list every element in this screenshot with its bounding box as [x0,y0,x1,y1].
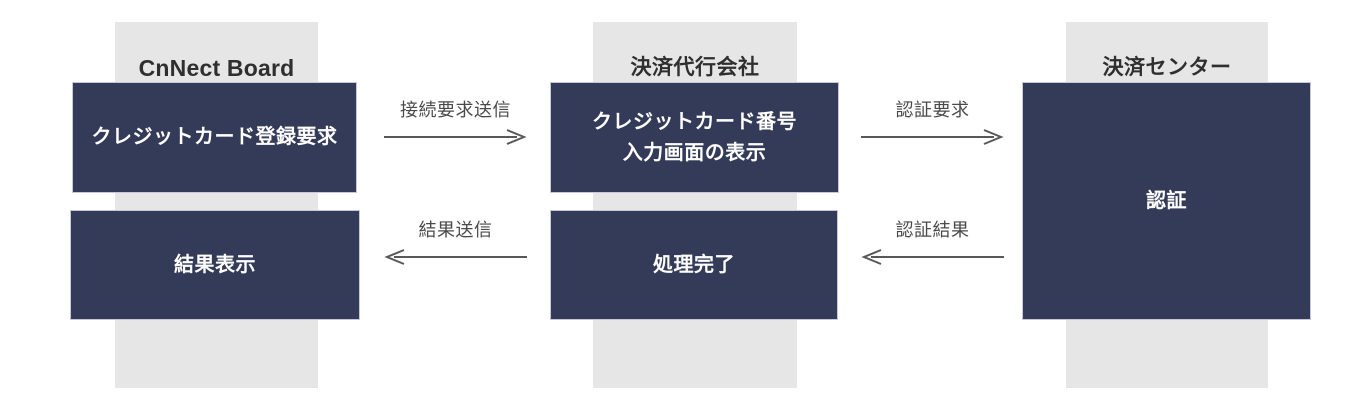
node-label: クレジットカード登録要求 [91,126,338,148]
node-processing-complete: 処理完了 [550,210,838,320]
node-authentication: 認証 [1022,82,1311,320]
lane-title-cnnect-board: CnNect Board [138,55,295,81]
arrow-right-icon [861,129,1004,145]
node-card-number-input-screen: クレジットカード番号 入力画面の表示 [550,82,839,193]
arrow-label-auth-request: 認証要求 [895,100,970,120]
arrow-left-icon [384,249,527,265]
lane-payment-agency: 決済代行会社 [593,22,797,388]
arrow-right-icon [384,129,527,145]
arrow-label-auth-result: 認証結果 [895,220,970,240]
node-label-line1: クレジットカード番号 [592,110,797,133]
node-label: 認証 [1146,189,1187,212]
node-credit-card-registration-request: クレジットカード登録要求 [72,82,357,193]
node-label: 結果表示 [174,253,256,276]
arrow-label-connection-request: 接続要求送信 [400,100,511,120]
node-label: 処理完了 [653,253,735,276]
lane-cnnect-board: CnNect Board [115,22,318,388]
node-label-line2: 入力画面の表示 [622,141,767,164]
lane-title-payment-agency: 決済代行会社 [630,56,760,79]
node-result-display: 結果表示 [70,210,360,320]
arrow-left-icon [861,249,1004,265]
lane-title-payment-center: 決済センター [1102,56,1232,79]
arrow-label-result-send: 結果送信 [418,220,493,240]
